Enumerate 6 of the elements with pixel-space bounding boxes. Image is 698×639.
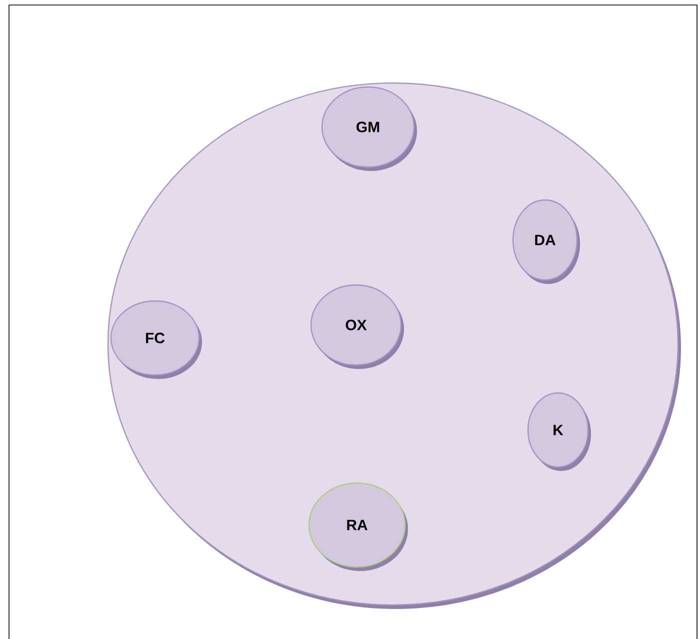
colony-disc: OX bbox=[310, 284, 404, 369]
colony-disc: RA bbox=[308, 482, 408, 571]
colony-disc: FC bbox=[110, 300, 202, 379]
colony-disc: DA bbox=[512, 199, 580, 284]
colony-disc: K bbox=[527, 392, 591, 471]
colony-disc: GM bbox=[321, 86, 417, 171]
